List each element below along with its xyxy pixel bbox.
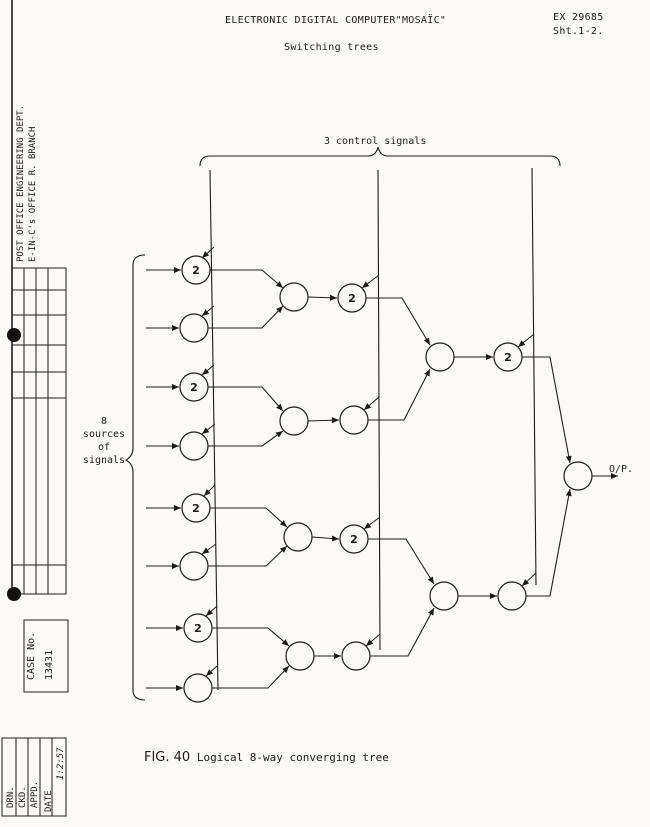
control-taps [201, 246, 537, 677]
tree-connections [208, 269, 618, 689]
document-subtitle: Switching trees [284, 42, 379, 53]
figure-caption-text: Logical 8-way converging tree [196, 751, 389, 764]
control-line-2 [377, 169, 381, 651]
gate-mark-e1: 2 [504, 351, 512, 364]
sources-brace [124, 254, 146, 701]
margin-title-block [1, 0, 69, 817]
gate-mark-c1: 2 [348, 292, 356, 305]
control-signals-label: 3 control signals [324, 136, 426, 147]
gate-mark-a7: 2 [194, 622, 202, 635]
gate-mark-a1: 2 [192, 264, 200, 277]
sources-label-line-3: of [98, 442, 110, 453]
sources-label-line-1: 8 [101, 416, 107, 427]
sources-label-line-4: signals [83, 455, 125, 466]
document-title: ELECTRONIC DIGITAL COMPUTER"MOSAÏC" [225, 15, 447, 26]
gate-mark-a5: 2 [192, 502, 200, 515]
gate-mark-a3: 2 [190, 381, 198, 394]
control-line-1 [209, 169, 219, 691]
reference-number: EX 29685 [553, 12, 604, 23]
figure-caption: FIG. 40 Logical 8-way converging tree [144, 750, 389, 765]
sheet-number: Sht.1-2. [553, 26, 604, 37]
output-label: O/P. [609, 464, 633, 475]
control-brace [199, 146, 561, 167]
control-line-3 [531, 167, 537, 586]
sources-label-line-2: sources [83, 429, 125, 440]
input-arrows [146, 267, 183, 691]
figure-number: FIG. 40 [144, 750, 191, 765]
gates [179, 255, 593, 703]
gate-mark-c3: 2 [350, 533, 358, 546]
